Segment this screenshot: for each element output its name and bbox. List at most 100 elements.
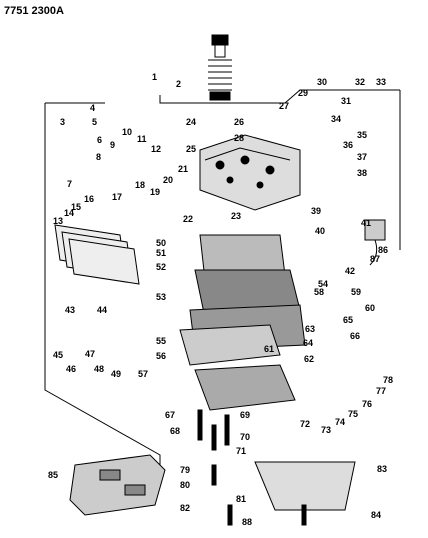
callout-48: 48 [94,364,104,374]
callout-70: 70 [240,432,250,442]
callout-49: 49 [111,369,121,379]
callout-74: 74 [335,417,345,427]
callout-1: 1 [152,72,157,82]
callout-16: 16 [84,194,94,204]
callout-24: 24 [186,117,196,127]
solenoid-assembly [364,219,386,266]
callout-44: 44 [97,305,107,315]
callout-9: 9 [110,140,115,150]
callout-73: 73 [321,425,331,435]
callout-22: 22 [183,214,193,224]
callout-84: 84 [371,510,381,520]
callout-59: 59 [351,287,361,297]
callout-83: 83 [377,464,387,474]
callout-46: 46 [66,364,76,374]
callout-10: 10 [122,127,132,137]
callout-52: 52 [156,262,166,272]
callout-12: 12 [151,144,161,154]
callout-65: 65 [343,315,353,325]
upper-valve-body [199,134,301,211]
callout-43: 43 [65,305,75,315]
callout-30: 30 [317,77,327,87]
callout-56: 56 [156,351,166,361]
callout-37: 37 [357,152,367,162]
callout-4: 4 [90,103,95,113]
callout-53: 53 [156,292,166,302]
transfer-plate [179,324,281,366]
oil-pan [254,461,356,511]
callout-2: 2 [176,79,181,89]
callout-80: 80 [180,480,190,490]
lower-valve-body [194,364,296,411]
callout-77: 77 [376,386,386,396]
callout-82: 82 [180,503,190,513]
callout-36: 36 [343,140,353,150]
callout-28: 28 [234,133,244,143]
oil-filter [69,454,166,516]
callout-21: 21 [178,164,188,174]
callout-31: 31 [341,96,351,106]
callout-63: 63 [305,324,315,334]
callout-15: 15 [71,202,81,212]
callout-20: 20 [163,175,173,185]
callout-61: 61 [264,344,274,354]
callout-6: 6 [97,135,102,145]
callout-5: 5 [92,117,97,127]
callout-78: 78 [383,375,393,385]
callout-35: 35 [357,130,367,140]
callout-81: 81 [236,494,246,504]
left-gasket-stack [54,224,140,285]
callout-50: 50 [156,238,166,248]
callout-57: 57 [138,369,148,379]
callout-54: 54 [318,279,328,289]
callout-45: 45 [53,350,63,360]
callout-11: 11 [137,134,147,144]
callout-76: 76 [362,399,372,409]
callout-86: 86 [378,245,388,255]
callout-3: 3 [60,117,65,127]
callout-25: 25 [186,144,196,154]
callout-38: 38 [357,168,367,178]
callout-19: 19 [150,187,160,197]
callout-7: 7 [67,179,72,189]
separator-plates [189,234,306,351]
callout-39: 39 [311,206,321,216]
callout-18: 18 [135,180,145,190]
bolts [197,409,307,526]
callout-51: 51 [156,248,166,258]
callout-62: 62 [304,354,314,364]
callout-34: 34 [331,114,341,124]
diagram-code: 7751 2300A [4,5,64,17]
callout-42: 42 [345,266,355,276]
callout-26: 26 [234,117,244,127]
callout-64: 64 [303,338,313,348]
callout-85: 85 [48,470,58,480]
callout-87: 87 [370,254,380,264]
callout-23: 23 [231,211,241,221]
callout-40: 40 [315,226,325,236]
callout-41: 41 [361,218,371,228]
callout-8: 8 [96,152,101,162]
callout-88: 88 [242,517,252,527]
callout-17: 17 [112,192,122,202]
callout-72: 72 [300,419,310,429]
callout-66: 66 [350,331,360,341]
callout-32: 32 [355,77,365,87]
callout-47: 47 [85,349,95,359]
callout-67: 67 [165,410,175,420]
callout-27: 27 [279,101,289,111]
callout-60: 60 [365,303,375,313]
callout-13: 13 [53,216,63,226]
callout-69: 69 [240,410,250,420]
callout-79: 79 [180,465,190,475]
callout-14: 14 [64,208,74,218]
callout-58: 58 [314,287,324,297]
callout-29: 29 [298,88,308,98]
callout-71: 71 [236,446,246,456]
callout-55: 55 [156,336,166,346]
callout-33: 33 [376,77,386,87]
assembly-outline [44,89,401,468]
callout-68: 68 [170,426,180,436]
